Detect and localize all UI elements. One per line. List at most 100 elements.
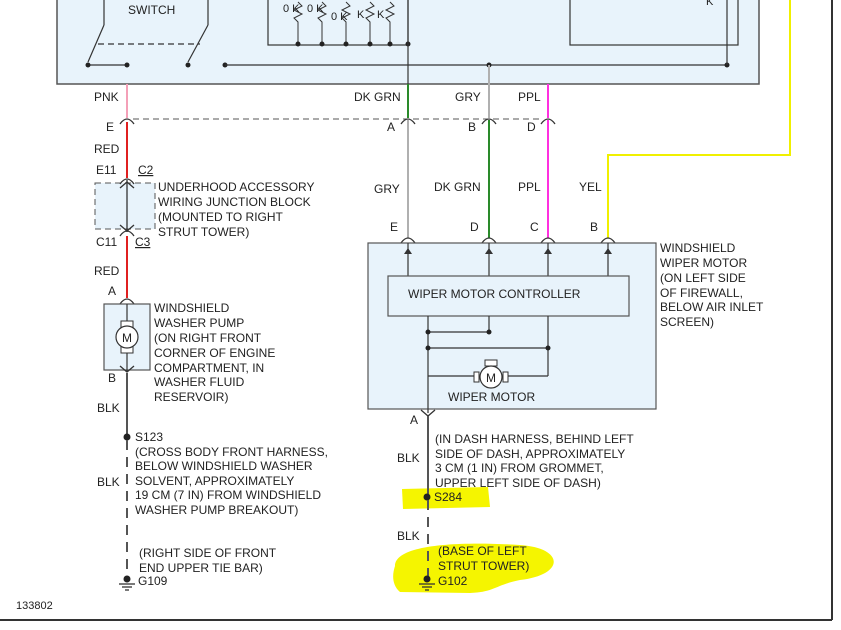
ground-node-g109 bbox=[123, 575, 131, 583]
motor-brush bbox=[502, 371, 509, 383]
resistor-label: 0 K bbox=[283, 3, 300, 15]
wire-label-red: RED bbox=[94, 142, 120, 156]
motor-pin-c: C bbox=[530, 220, 539, 234]
g102-desc: STRUT TOWER) bbox=[438, 559, 529, 573]
pump-desc: WASHER FLUID bbox=[154, 375, 245, 389]
g109-desc: (RIGHT SIDE OF FRONT bbox=[139, 546, 277, 560]
connector-pin-b: B bbox=[468, 120, 476, 134]
connector-c3: C3 bbox=[135, 235, 151, 249]
switch-node bbox=[185, 62, 191, 68]
controller-label: WIPER MOTOR CONTROLLER bbox=[408, 287, 581, 301]
wiper-motor-icon bbox=[479, 365, 503, 389]
motor-pin-a: A bbox=[410, 413, 418, 427]
washer-pump-motor-icon bbox=[115, 325, 139, 349]
motor-input-arrows bbox=[404, 248, 612, 254]
pin-e11: E11 bbox=[96, 163, 117, 177]
wiper-motor-desc: (ON LEFT SIDE bbox=[660, 271, 746, 285]
resistor-label: K bbox=[357, 9, 365, 21]
wiper-motor-controller bbox=[387, 275, 630, 317]
connector-c1-pins bbox=[119, 118, 556, 125]
wire-label-dk-grn: DK GRN bbox=[354, 90, 401, 104]
ground-icon bbox=[419, 583, 435, 591]
ground-label-g109: G109 bbox=[138, 574, 168, 588]
g109-desc: END UPPER TIE BAR) bbox=[139, 561, 263, 575]
wire-label-blk: BLK bbox=[97, 401, 120, 415]
pump-connector-a bbox=[119, 298, 135, 305]
highlight-g102 bbox=[393, 543, 554, 593]
wire-label-ppl: PPL bbox=[518, 90, 541, 104]
pump-connector-b bbox=[119, 365, 135, 373]
motor-connector-pins bbox=[400, 237, 616, 244]
splice-s284 bbox=[423, 493, 431, 501]
wiper-motor-desc: BELOW AIR INLET bbox=[660, 300, 764, 314]
ground-label-g102: G102 bbox=[438, 574, 468, 588]
splice-label-s284: S284 bbox=[434, 490, 462, 504]
pump-pin-a: A bbox=[108, 284, 116, 298]
junction-block-desc: STRUT TOWER) bbox=[158, 225, 249, 239]
junction-block-pins bbox=[119, 178, 135, 237]
pump-desc: (ON RIGHT FRONT bbox=[154, 331, 262, 345]
ground-icon bbox=[119, 583, 135, 591]
relay-label: K bbox=[706, 0, 714, 8]
yel-wire bbox=[607, 0, 791, 238]
junction-block-desc: WIRING JUNCTION BLOCK bbox=[158, 195, 311, 209]
splice-label-s123: S123 bbox=[135, 430, 163, 444]
wire-label-ppl: PPL bbox=[518, 180, 541, 194]
s284-desc: SIDE OF DASH, APPROXIMATELY bbox=[435, 447, 625, 461]
diagram-id: 133802 bbox=[16, 600, 53, 612]
connector-pin-a: A bbox=[387, 120, 395, 134]
wiper-motor-desc: WIPER MOTOR bbox=[660, 256, 747, 270]
connector-pin-d: D bbox=[527, 120, 536, 134]
pump-desc: COMPARTMENT, IN bbox=[154, 361, 264, 375]
s284-desc: (IN DASH HARNESS, BEHIND LEFT bbox=[435, 432, 634, 446]
pump-desc: WINDSHIELD bbox=[154, 301, 230, 315]
switch-node bbox=[85, 62, 91, 68]
pump-desc: CORNER OF ENGINE bbox=[154, 346, 275, 360]
pump-desc: WASHER PUMP bbox=[154, 316, 244, 330]
junction-block bbox=[94, 182, 156, 230]
splice-s123 bbox=[123, 433, 131, 441]
highlight-s284 bbox=[402, 487, 490, 509]
controller-nodes bbox=[425, 329, 551, 351]
wire-label-dk-grn: DK GRN bbox=[434, 180, 481, 194]
motor-pin-d: D bbox=[470, 220, 479, 234]
wire-label-gry: GRY bbox=[455, 90, 481, 104]
wire-label-gry: GRY bbox=[374, 182, 400, 196]
s123-desc: 19 CM (7 IN) FROM WINDSHIELD bbox=[135, 488, 321, 502]
motor-symbol: M bbox=[122, 331, 132, 345]
ground-node-g102 bbox=[423, 575, 431, 583]
wiper-motor-desc: OF FIREWALL, bbox=[660, 286, 743, 300]
wire-label-blk: BLK bbox=[97, 475, 120, 489]
resistor-nodes bbox=[295, 41, 411, 47]
resistor-label: 0 K bbox=[331, 11, 348, 23]
wiper-motor-desc: WINDSHIELD bbox=[660, 241, 736, 255]
motor-symbol: M bbox=[486, 371, 496, 385]
resistor-label: 0 K bbox=[307, 3, 324, 15]
wiper-motor-label: WIPER MOTOR bbox=[448, 390, 535, 404]
resistor-zigzags bbox=[292, 1, 396, 44]
switch-node bbox=[124, 62, 130, 68]
wiper-relay-box bbox=[569, 0, 739, 46]
s123-desc: WASHER PUMP BREAKOUT) bbox=[135, 503, 298, 517]
s284-desc: UPPER LEFT SIDE OF DASH) bbox=[435, 476, 601, 490]
resistor-label: K bbox=[377, 9, 385, 21]
wire-label-pnk: PNK bbox=[94, 90, 119, 104]
pin-c11: C11 bbox=[96, 235, 117, 249]
s123-desc: (CROSS BODY FRONT HARNESS, bbox=[135, 445, 328, 459]
s123-desc: BELOW WINDSHIELD WASHER bbox=[135, 459, 313, 473]
motor-brush bbox=[473, 371, 480, 383]
junction-block-desc: UNDERHOOD ACCESSORY bbox=[158, 180, 314, 194]
g102-desc: (BASE OF LEFT bbox=[438, 544, 527, 558]
connector-c2: C2 bbox=[138, 163, 154, 177]
wiper-motor-box bbox=[367, 242, 657, 410]
wire-label-blk: BLK bbox=[397, 529, 420, 543]
motor-pin-b: B bbox=[590, 220, 598, 234]
motor-brush bbox=[484, 359, 498, 367]
pump-pin-b: B bbox=[108, 371, 116, 385]
s123-desc: SOLVENT, APPROXIMATELY bbox=[135, 474, 294, 488]
connector-pin-e: E bbox=[106, 120, 114, 134]
motor-pin-e: E bbox=[390, 220, 398, 234]
switch-contacts bbox=[87, 0, 209, 66]
